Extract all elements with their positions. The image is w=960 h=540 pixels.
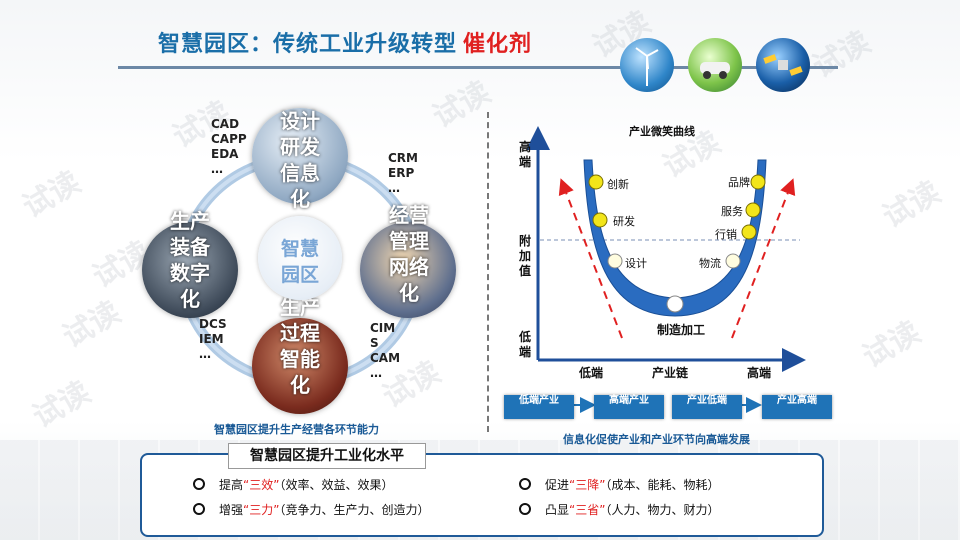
page-title: 智慧园区：传统工业升级转型催化剂 (158, 26, 532, 58)
y-axis-low: 低 端 (519, 330, 532, 359)
right-caption: 信息化促使产业和产业环节向高端发展 (563, 433, 750, 446)
flow-box-high-industry: 高端产业 (594, 395, 664, 419)
tech-list-process: CIM S CAM … (370, 321, 401, 380)
circle-production-process-text: 生产过程智能化 (280, 295, 320, 397)
x-axis-low: 低端 (579, 366, 604, 380)
summary-item: 促进“三降”（成本、能耗、物耗） (519, 476, 719, 493)
circle-business-management (360, 222, 456, 318)
left-caption: 智慧园区提升生产经营各环节能力 (214, 423, 379, 436)
title-main: 智慧园区：传统工业升级转型 (158, 32, 458, 57)
circle-design-rd-text: 设计研发信息化 (280, 109, 320, 211)
summary-item: 凸显“三省”（人力、物力、财力） (519, 501, 719, 518)
circle-production-process (252, 318, 348, 414)
bullet-circle-icon (193, 503, 205, 515)
title-underline (118, 66, 838, 69)
circle-smart-park-center-text: 智慧园区 (280, 238, 319, 286)
y-axis-high: 高 端 (519, 140, 532, 169)
bullet-circle-icon (519, 503, 531, 515)
tech-list-management: CRM ERP … (388, 151, 418, 195)
point-logistics: 物流 (699, 257, 721, 270)
wind-turbine-photo-icon (620, 38, 674, 92)
circle-production-equipment-text: 生产装备数字化 (170, 209, 210, 311)
summary-item: 提高“三效”（效率、效益、效果） (193, 476, 393, 493)
smile-curve-title: 产业微笑曲线 (629, 125, 695, 138)
bullet-circle-icon (519, 478, 531, 490)
x-axis-high: 高端 (747, 366, 772, 380)
point-marketing: 行销 (715, 228, 737, 241)
circle-production-equipment (142, 222, 238, 318)
flow-box-industry-high: 产业高端 (762, 395, 832, 419)
flow-arrows (574, 397, 762, 413)
satellite-photo-icon (756, 38, 810, 92)
flow-box-industry-low: 产业低端 (672, 395, 742, 419)
circle-smart-park-center (258, 216, 342, 300)
section-divider (487, 112, 489, 432)
bullet-circle-icon (193, 478, 205, 490)
electric-car-photo-icon (688, 38, 742, 92)
y-axis-value-added: 附 加 值 (519, 234, 532, 278)
point-design: 设计 (625, 257, 647, 270)
tech-list-design: CAD CAPP EDA … (211, 117, 247, 176)
point-service: 服务 (721, 205, 743, 218)
summary-panel-title: 智慧园区提升工业化水平 (228, 443, 426, 469)
tech-list-equipment: DCS IEM … (199, 317, 227, 361)
point-rd: 研发 (613, 215, 635, 228)
summary-item: 增强“三力”（竞争力、生产力、创造力） (193, 501, 429, 518)
flow-box-low-industry: 低端产业 (504, 395, 574, 419)
circle-business-management-text: 经营管理网络化 (389, 203, 429, 305)
point-manufacturing: 制造加工 (657, 323, 706, 337)
circle-design-rd (252, 108, 348, 204)
smile-curve-diagram (526, 126, 806, 372)
x-axis-industry-chain: 产业链 (652, 366, 689, 380)
point-brand: 品牌 (728, 176, 750, 189)
point-innovation: 创新 (607, 178, 629, 191)
title-accent: 催化剂 (463, 32, 533, 57)
